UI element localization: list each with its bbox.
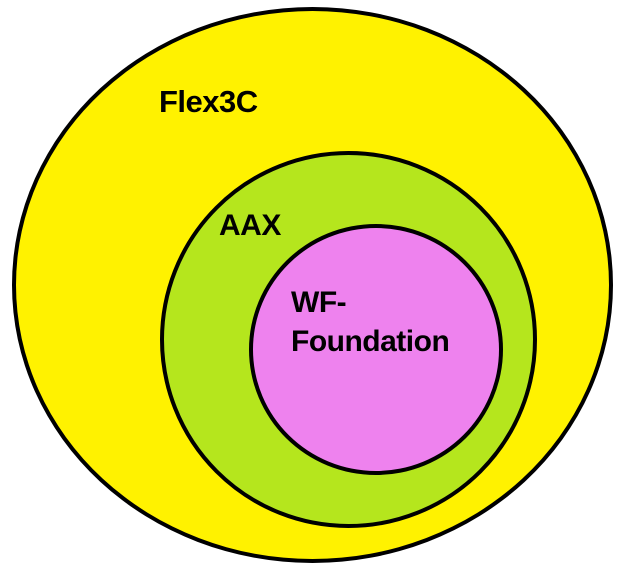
middle-set-label: AAX (219, 209, 281, 242)
outer-set-label: Flex3C (159, 84, 258, 119)
inner-set-label: WF- Foundation (291, 283, 450, 361)
inner-set-circle-wf-foundation (249, 224, 503, 475)
inner-set-label-line1: WF- (291, 286, 347, 319)
inner-set-label-line2: Foundation (291, 325, 450, 358)
